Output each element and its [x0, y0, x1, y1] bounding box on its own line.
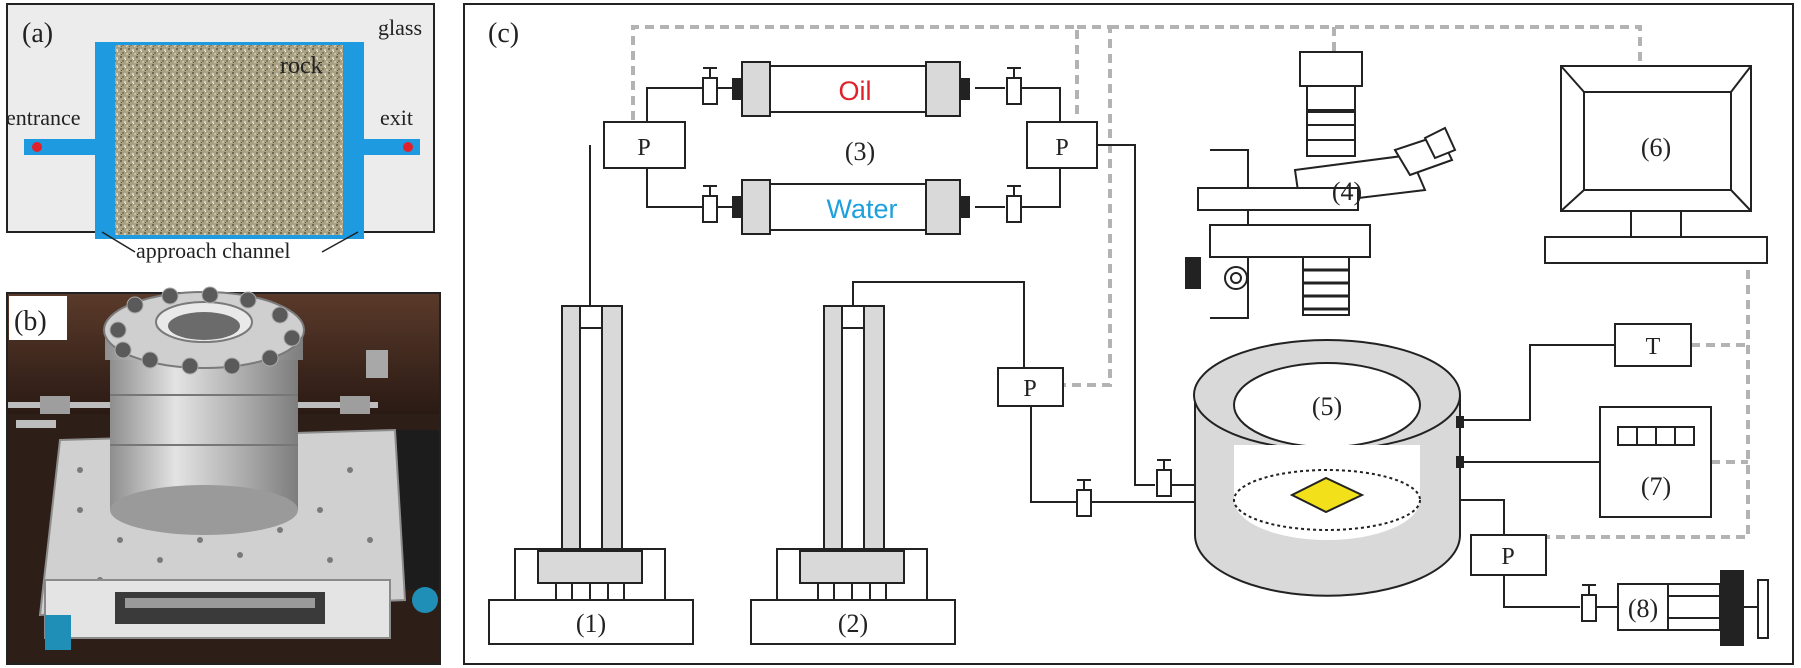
pump-2: (2): [750, 305, 956, 645]
controller: [1599, 406, 1712, 518]
svg-text:P: P: [1501, 544, 1514, 570]
pressure-gauges: P P P P: [603, 121, 1547, 576]
temperature-label: T: [1646, 334, 1661, 360]
inlet-valve: [40, 396, 70, 414]
panel-c-tag: (c): [488, 18, 519, 49]
vessel: [1193, 339, 1464, 597]
sample-chip: [1289, 476, 1365, 514]
entrance-tube: [24, 139, 96, 155]
exit-label: exit: [380, 105, 413, 130]
approach-channel-right: [342, 42, 364, 239]
temperature-box: [1614, 323, 1692, 367]
panel-b: (b): [6, 286, 441, 665]
monitor: [1544, 65, 1768, 264]
label-3: (3): [845, 137, 875, 166]
rock-sample: [115, 45, 343, 235]
valve-3: [1006, 67, 1022, 105]
label-5: (5): [1312, 392, 1342, 421]
label-6: (6): [1641, 133, 1671, 162]
water-cylinder: Water: [732, 179, 970, 235]
valve-4: [1006, 185, 1022, 223]
oil-cylinder: Oil: [732, 61, 970, 117]
exit-dot: [403, 142, 413, 152]
gauge-p2: [1026, 121, 1098, 169]
panel-b-tag: (b): [14, 306, 47, 337]
valves: [702, 67, 1597, 622]
valve-7: [1581, 584, 1597, 622]
oil-label: Oil: [839, 76, 872, 106]
panel-c: (c): [463, 3, 1794, 665]
valve-6: [1076, 479, 1092, 517]
knob-left: [45, 615, 71, 650]
core-holder-body: [110, 345, 298, 510]
knob-right: [412, 587, 438, 613]
svg-text:P: P: [1055, 135, 1068, 161]
water-label: Water: [826, 194, 897, 224]
panel-a: (a) glass rock entrance exit approach ch…: [6, 3, 435, 263]
panel-a-tag: (a): [22, 18, 53, 49]
outlet-valve: [340, 396, 370, 414]
signal-lines: [631, 25, 1750, 539]
entrance-dot: [32, 142, 42, 152]
gauge-p3: [997, 367, 1064, 407]
label-8: (8): [1628, 594, 1658, 623]
label-2: (2): [838, 609, 868, 638]
bolts: [109, 286, 301, 375]
valve-1: [702, 67, 718, 105]
glass-label: glass: [378, 15, 422, 40]
label-1: (1): [576, 609, 606, 638]
exit-tube: [348, 139, 420, 155]
approach-channel-left: [95, 42, 117, 239]
entrance-label: entrance: [6, 105, 81, 130]
approach-channel-label: approach channel: [136, 238, 291, 263]
label-4: (4): [1332, 177, 1362, 206]
label-7: (7): [1641, 472, 1671, 501]
microscope: [1185, 51, 1457, 319]
svg-text:P: P: [637, 135, 650, 161]
rock-label: rock: [280, 53, 323, 79]
gauge-p1: [603, 121, 686, 169]
valve-5: [1156, 459, 1172, 497]
svg-text:P: P: [1023, 376, 1036, 402]
pump-1: (1): [488, 305, 694, 645]
gauge-p4: [1470, 534, 1547, 576]
valve-2: [702, 185, 718, 223]
syringe: [1617, 570, 1769, 646]
